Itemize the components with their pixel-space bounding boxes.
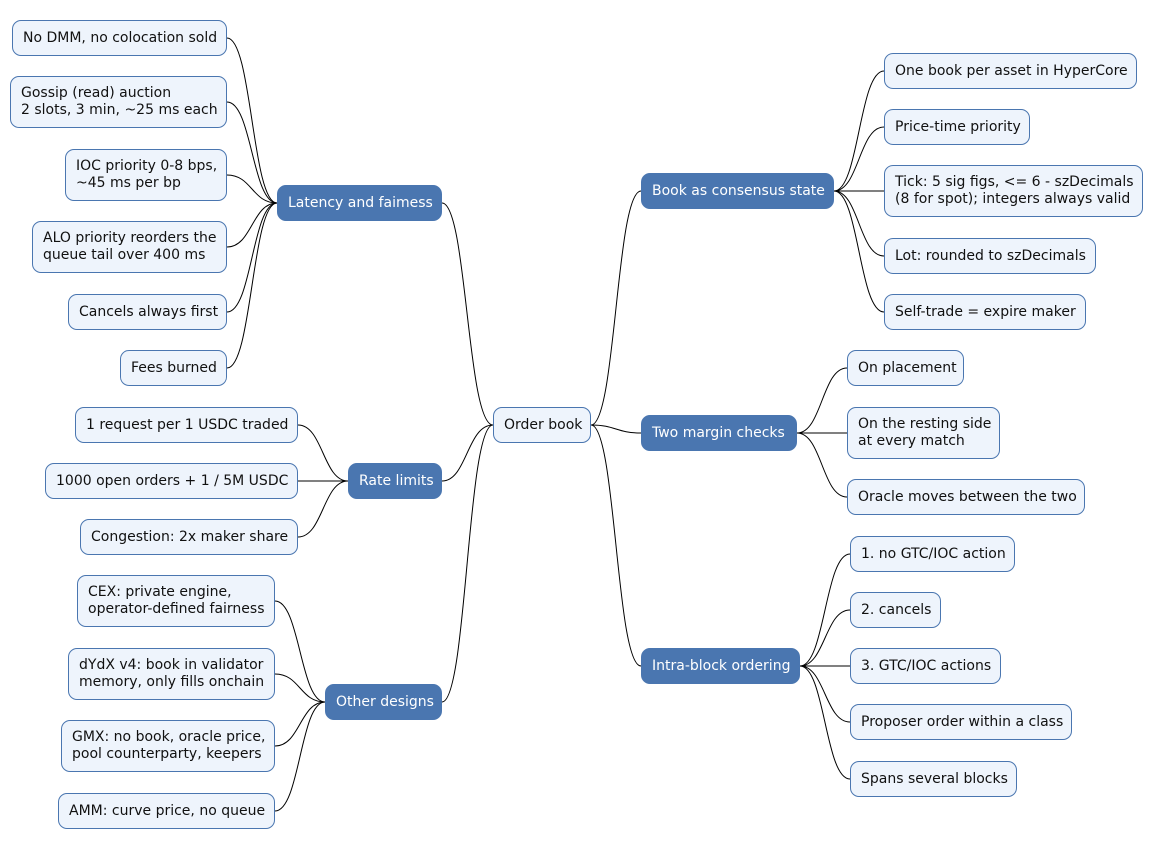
- connector: [297, 480, 349, 538]
- connector: [796, 432, 848, 498]
- connector: [441, 424, 494, 482]
- connector: [226, 202, 278, 248]
- branch-book-as-consensus-state[interactable]: Book as consensus state: [641, 173, 834, 209]
- leaf-request-per-usdc[interactable]: 1 request per 1 USDC traded: [75, 407, 298, 443]
- connector: [226, 174, 278, 204]
- connector: [799, 665, 851, 780]
- leaf-ioc-priority[interactable]: IOC priority 0-8 bps, ~45 ms per bp: [65, 149, 227, 201]
- branch-intra-block-ordering[interactable]: Intra-block ordering: [641, 648, 800, 684]
- leaf-alo-priority[interactable]: ALO priority reorders the queue tail ove…: [32, 221, 227, 273]
- leaf-self-trade[interactable]: Self-trade = expire maker: [884, 294, 1086, 330]
- connector: [799, 553, 851, 667]
- connector: [441, 202, 494, 426]
- branch-rate-limits[interactable]: Rate limits: [348, 463, 442, 499]
- connector: [590, 424, 642, 667]
- leaf-gossip-auction[interactable]: Gossip (read) auction 2 slots, 3 min, ~2…: [10, 76, 227, 128]
- connector: [226, 202, 278, 369]
- connector: [441, 424, 494, 703]
- connector: [833, 126, 885, 192]
- leaf-lot-rule[interactable]: Lot: rounded to szDecimals: [884, 238, 1096, 274]
- leaf-no-dmm[interactable]: No DMM, no colocation sold: [12, 20, 227, 56]
- connector: [590, 424, 642, 434]
- connector: [799, 665, 851, 723]
- leaf-cancels-first[interactable]: Cancels always first: [68, 294, 227, 330]
- connector: [274, 673, 326, 703]
- leaf-gtc-ioc-actions[interactable]: 3. GTC/IOC actions: [850, 648, 1001, 684]
- leaf-congestion[interactable]: Congestion: 2x maker share: [80, 519, 298, 555]
- leaf-amm[interactable]: AMM: curve price, no queue: [58, 793, 275, 829]
- connector: [833, 190, 885, 257]
- connector: [274, 701, 326, 812]
- leaf-tick-rule[interactable]: Tick: 5 sig figs, <= 6 - szDecimals (8 f…: [884, 165, 1143, 217]
- leaf-no-gtc-ioc[interactable]: 1. no GTC/IOC action: [850, 536, 1015, 572]
- leaf-one-book-per-asset[interactable]: One book per asset in HyperCore: [884, 53, 1137, 89]
- connector: [274, 701, 326, 747]
- leaf-cancels[interactable]: 2. cancels: [850, 592, 941, 628]
- connector: [274, 600, 326, 703]
- branch-other-designs[interactable]: Other designs: [325, 684, 442, 720]
- root-node-order-book[interactable]: Order book: [493, 407, 591, 443]
- connector: [297, 424, 349, 482]
- leaf-price-time-priority[interactable]: Price-time priority: [884, 109, 1030, 145]
- leaf-open-orders[interactable]: 1000 open orders + 1 / 5M USDC: [45, 463, 298, 499]
- leaf-dydx[interactable]: dYdX v4: book in validator memory, only …: [68, 648, 275, 700]
- leaf-fees-burned[interactable]: Fees burned: [120, 350, 227, 386]
- leaf-oracle-moves[interactable]: Oracle moves between the two: [847, 479, 1085, 515]
- leaf-cex[interactable]: CEX: private engine, operator-defined fa…: [77, 575, 275, 627]
- connector: [796, 367, 848, 434]
- connector: [226, 202, 278, 313]
- leaf-on-placement[interactable]: On placement: [847, 350, 964, 386]
- branch-latency-and-fairness[interactable]: Latency and faimess: [277, 185, 442, 221]
- connector: [590, 190, 642, 426]
- leaf-resting-side[interactable]: On the resting side at every match: [847, 407, 1000, 459]
- connector: [226, 37, 278, 204]
- leaf-proposer-order[interactable]: Proposer order within a class: [850, 704, 1072, 740]
- connector: [799, 609, 851, 667]
- leaf-gmx[interactable]: GMX: no book, oracle price, pool counter…: [61, 720, 275, 772]
- connector: [226, 101, 278, 204]
- leaf-spans-blocks[interactable]: Spans several blocks: [850, 761, 1017, 797]
- branch-two-margin-checks[interactable]: Two margin checks: [641, 415, 797, 451]
- connector: [833, 70, 885, 192]
- connector: [833, 190, 885, 313]
